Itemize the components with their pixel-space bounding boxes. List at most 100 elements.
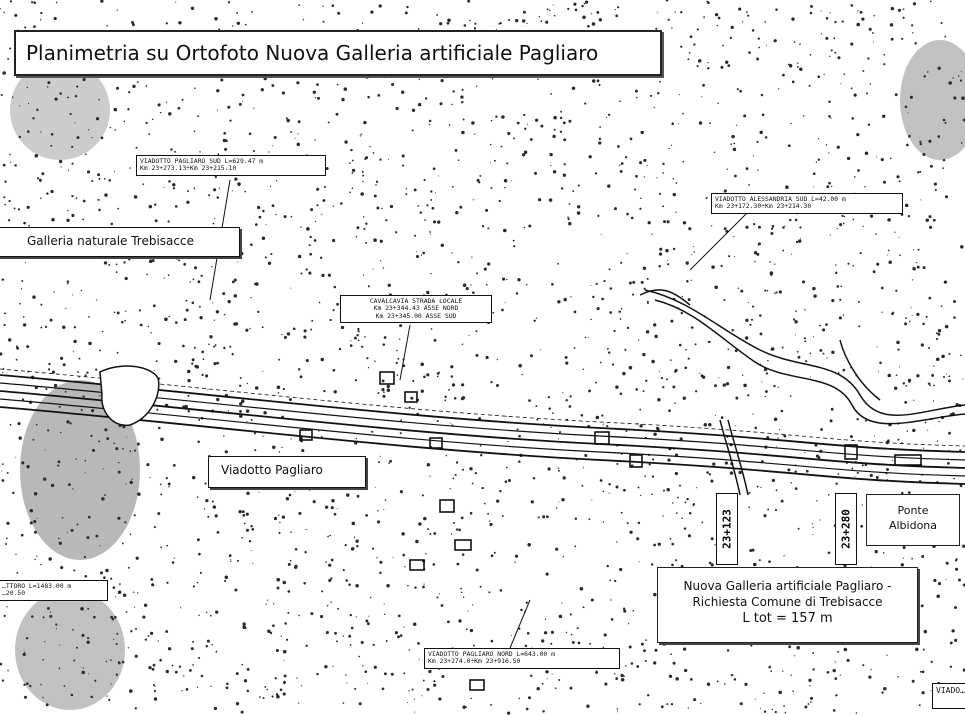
terrain-speckle: [778, 88, 780, 90]
terrain-speckle: [781, 346, 784, 349]
terrain-speckle: [837, 473, 840, 475]
terrain-speckle: [551, 412, 554, 414]
terrain-speckle: [132, 23, 135, 27]
terrain-speckle: [66, 96, 69, 99]
terrain-speckle: [536, 418, 539, 421]
terrain-speckle: [20, 533, 24, 537]
terrain-speckle: [615, 385, 619, 389]
terrain-speckle: [415, 539, 419, 544]
terrain-speckle: [852, 218, 855, 221]
terrain-speckle: [215, 610, 219, 614]
terrain-speckle: [346, 682, 348, 684]
terrain-speckle: [932, 400, 935, 402]
terrain-speckle: [192, 278, 195, 281]
terrain-speckle: [692, 246, 694, 248]
terrain-speckle: [313, 239, 317, 242]
terrain-speckle: [132, 591, 135, 593]
terrain-speckle: [59, 92, 62, 95]
terrain-speckle: [775, 8, 778, 11]
terrain-speckle: [487, 227, 490, 230]
terrain-speckle: [45, 388, 48, 391]
terrain-speckle: [901, 491, 904, 495]
terrain-speckle: [877, 370, 879, 372]
terrain-speckle: [340, 325, 345, 330]
terrain-speckle: [245, 528, 250, 532]
terrain-speckle: [563, 297, 567, 302]
terrain-speckle: [428, 119, 432, 123]
terrain-speckle: [348, 583, 351, 586]
label-line: Km 23+345.00 ASSE SUD: [375, 311, 457, 320]
terrain-speckle: [0, 662, 3, 666]
terrain-speckle: [653, 543, 656, 547]
terrain-speckle: [122, 593, 127, 597]
terrain-speckle: [367, 95, 370, 99]
terrain-speckle: [462, 596, 465, 599]
terrain-speckle: [216, 196, 220, 199]
terrain-speckle: [538, 16, 541, 18]
terrain-speckle: [890, 37, 894, 41]
terrain-speckle: [128, 91, 131, 94]
terrain-speckle: [923, 629, 928, 634]
terrain-speckle: [242, 625, 246, 629]
terrain-speckle: [933, 365, 935, 367]
terrain-speckle: [763, 710, 767, 713]
terrain-speckle: [746, 11, 748, 13]
terrain-speckle: [516, 428, 519, 431]
terrain-speckle: [835, 694, 838, 697]
terrain-speckle: [318, 430, 320, 432]
terrain-speckle: [241, 510, 245, 514]
terrain-speckle: [800, 238, 802, 240]
terrain-speckle: [640, 642, 644, 646]
terrain-speckle: [955, 558, 958, 561]
terrain-speckle: [505, 466, 508, 469]
terrain-speckle: [75, 646, 79, 649]
terrain-speckle: [836, 145, 840, 149]
terrain-speckle: [475, 85, 478, 87]
terrain-speckle: [689, 35, 693, 39]
terrain-speckle: [115, 447, 119, 451]
terrain-speckle: [60, 566, 64, 570]
terrain-speckle: [652, 458, 655, 461]
terrain-speckle: [598, 18, 602, 22]
terrain-speckle: [787, 468, 791, 472]
terrain-speckle: [245, 512, 249, 516]
terrain-speckle: [67, 282, 69, 285]
terrain-speckle: [342, 569, 345, 572]
terrain-speckle: [215, 310, 220, 314]
terrain-speckle: [953, 316, 956, 319]
terrain-speckle: [117, 590, 122, 594]
terrain-speckle: [34, 154, 39, 158]
label-line: Km 23+172.30÷Km 23+214.30: [715, 202, 812, 211]
terrain-speckle: [234, 177, 238, 181]
terrain-speckle: [819, 324, 821, 327]
terrain-speckle: [163, 277, 165, 279]
terrain-speckle: [710, 537, 714, 541]
terrain-speckle: [29, 521, 33, 525]
terrain-speckle: [251, 527, 255, 531]
terrain-speckle: [298, 511, 302, 515]
terrain-speckle: [570, 296, 572, 298]
terrain-speckle: [680, 311, 684, 315]
terrain-speckle: [382, 343, 386, 346]
terrain-speckle: [461, 88, 464, 91]
terrain-speckle: [471, 482, 474, 485]
terrain-speckle: [944, 121, 947, 124]
terrain-speckle: [389, 204, 394, 209]
terrain-speckle: [678, 484, 682, 487]
terrain-speckle: [745, 225, 749, 229]
terrain-speckle: [933, 578, 937, 583]
terrain-speckle: [869, 473, 873, 478]
terrain-speckle: [473, 27, 477, 30]
terrain-speckle: [260, 88, 264, 92]
terrain-speckle: [11, 96, 14, 98]
terrain-speckle: [937, 66, 941, 70]
terrain-speckle: [248, 539, 252, 543]
terrain-speckle: [44, 640, 46, 643]
terrain-speckle: [294, 547, 298, 551]
terrain-speckle: [959, 484, 963, 488]
terrain-speckle: [196, 496, 199, 498]
terrain-speckle: [826, 357, 828, 359]
terrain-speckle: [311, 76, 313, 78]
terrain-speckle: [28, 225, 31, 227]
